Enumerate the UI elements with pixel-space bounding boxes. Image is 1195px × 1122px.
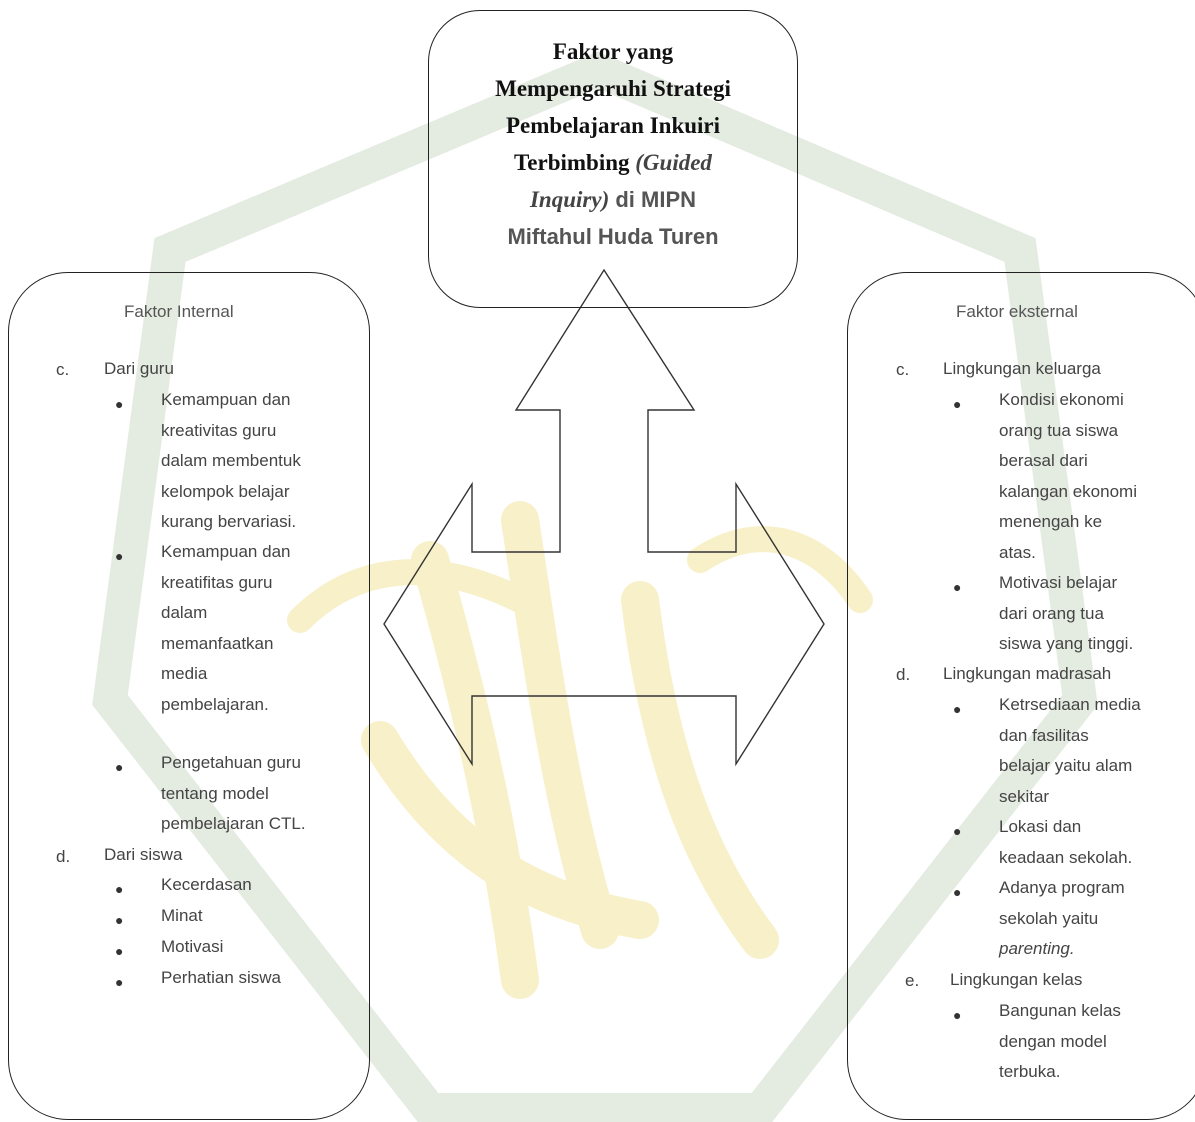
line: Ketrsediaan media (999, 695, 1141, 714)
line: Lokasi dan (999, 817, 1082, 836)
external-factors-box (847, 272, 1195, 1120)
bullet-icon: ● (953, 823, 962, 839)
internal-group-2-marker: d. (56, 847, 71, 866)
line: siswa yang tinggi. (999, 634, 1134, 653)
internal-heading: Faktor Internal (124, 302, 234, 321)
line: kreatifitas guru (161, 572, 273, 592)
title-box: Faktor yang Mempengaruhi Strategi Pembel… (428, 10, 798, 308)
bullet-icon: ● (115, 943, 124, 959)
bullet-icon: ● (953, 579, 962, 595)
internal-item-1: Kemampuan dan kreativitas guru dalam mem… (161, 385, 301, 538)
line: pembelajaran CTL. (161, 814, 306, 833)
line: berasal dari (999, 451, 1088, 470)
line: dan fasilitas (999, 725, 1089, 745)
line: memanfaatkan (161, 633, 274, 653)
title-line-4-b: (Guided (635, 150, 712, 175)
bullet-icon: ● (953, 884, 962, 900)
internal-item-3: Pengetahuan guru tentang model pembelaja… (161, 748, 306, 840)
line: tentang model (161, 783, 269, 803)
line: Kemampuan dan (161, 542, 291, 561)
internal-factors-box (8, 272, 370, 1120)
title-line-2: Mempengaruhi Strategi (495, 76, 731, 101)
line: sekitar (999, 786, 1050, 806)
external-heading: Faktor eksternal (956, 302, 1078, 321)
bullet-icon: ● (115, 974, 124, 990)
line: pembelajaran. (161, 694, 269, 714)
line: kelompok belajar (161, 481, 290, 501)
line: Adanya program (999, 878, 1125, 897)
external-group-3-label: Lingkungan kelas (950, 970, 1083, 989)
external-item-5: Adanya program sekolah yaitu parenting. (999, 873, 1125, 965)
title-line-5: Inquiry) di MIPN (429, 181, 797, 218)
line: sekolah yaitu (999, 908, 1099, 928)
external-item-1: Kondisi ekonomi orang tua siswa berasal … (999, 385, 1137, 568)
bullet-icon: ● (953, 701, 962, 717)
title-line-3: Pembelajaran Inkuiri (505, 113, 721, 138)
title-line-1: Faktor yang (552, 39, 674, 64)
line: keadaan sekolah. (999, 847, 1133, 867)
internal-group-1-marker: c. (56, 360, 70, 379)
line: kreativitas guru (161, 420, 277, 440)
line: Kondisi ekonomi (999, 390, 1124, 409)
line: dalam membentuk (161, 451, 301, 470)
bullet-icon: ● (115, 759, 124, 775)
line: parenting. (999, 939, 1075, 958)
title-line-5-a: Inquiry) (529, 187, 610, 212)
internal-item-6: Motivasi (161, 937, 224, 956)
line: Bangunan kelas (999, 1001, 1121, 1020)
external-group-2-label: Lingkungan madrasah (943, 664, 1112, 683)
internal-group-2-label: Dari siswa (104, 845, 183, 864)
line: dalam (161, 603, 208, 622)
line: Pengetahuan guru (161, 753, 301, 772)
line: belajar yaitu alam (999, 756, 1133, 775)
internal-item-4: Kecerdasan (161, 875, 252, 894)
title-line-6-text: Miftahul Huda Turen (507, 224, 719, 249)
line: dengan model (999, 1031, 1107, 1051)
line: Kemampuan dan (161, 390, 291, 409)
line: Motivasi belajar (999, 573, 1118, 592)
bullet-icon: ● (953, 1007, 962, 1023)
external-item-3: Ketrsediaan media dan fasilitas belajar … (999, 690, 1141, 812)
line: kurang bervariasi. (161, 512, 297, 531)
external-group-1-marker: c. (896, 360, 910, 379)
title-line-4: Terbimbing (Guided (429, 144, 797, 181)
internal-group-1-label: Dari guru (104, 359, 174, 378)
internal-item-5: Minat (161, 906, 203, 925)
title-line-5-b: di MIPN (609, 187, 697, 212)
line: media (161, 664, 208, 683)
title-line-4-a: Terbimbing (514, 150, 636, 175)
line: atas. (999, 542, 1036, 562)
bullet-icon: ● (115, 548, 124, 564)
external-group-1-label: Lingkungan keluarga (943, 359, 1101, 378)
line: dari orang tua (999, 603, 1104, 623)
bullet-icon: ● (953, 396, 962, 412)
internal-item-2: Kemampuan dan kreatifitas guru dalam mem… (161, 537, 290, 720)
bullet-icon: ● (115, 396, 124, 412)
line: menengah ke (999, 512, 1103, 531)
external-item-6: Bangunan kelas dengan model terbuka. (999, 996, 1121, 1088)
title-line-6: Miftahul Huda Turen (429, 218, 797, 255)
external-group-2-marker: d. (896, 665, 911, 684)
bullet-icon: ● (115, 881, 124, 897)
line: kalangan ekonomi (999, 481, 1137, 501)
external-group-3-marker: e. (905, 971, 920, 990)
external-item-4: Lokasi dan keadaan sekolah. (999, 812, 1132, 873)
external-item-2: Motivasi belajar dari orang tua siswa ya… (999, 568, 1133, 660)
line: orang tua siswa (999, 420, 1119, 440)
line: terbuka. (999, 1062, 1061, 1081)
internal-item-7: Perhatian siswa (161, 968, 282, 987)
bullet-icon: ● (115, 912, 124, 928)
